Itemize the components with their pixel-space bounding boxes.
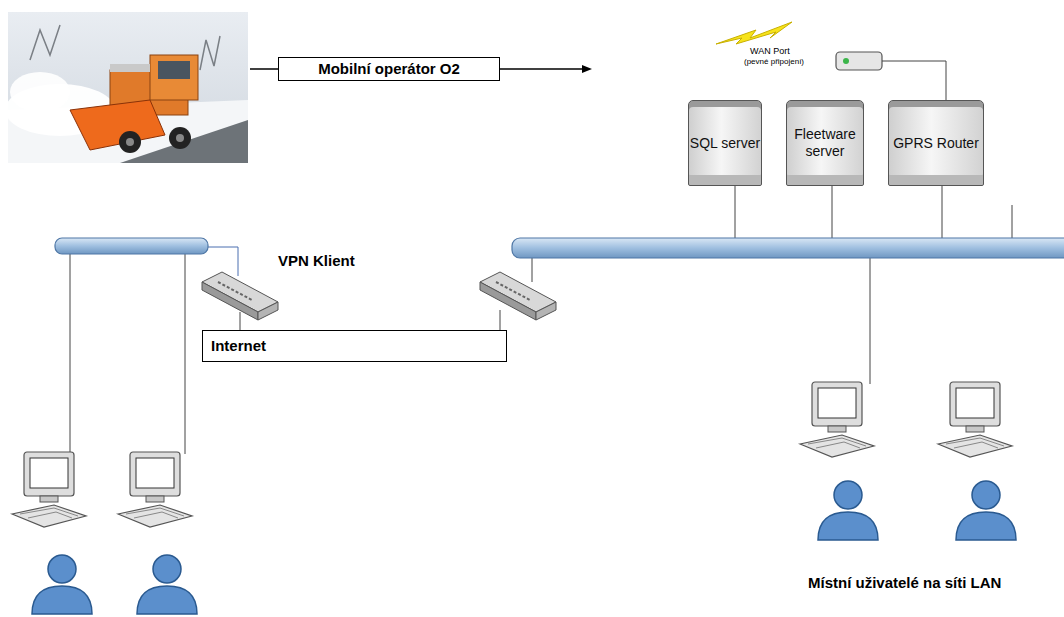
snowplow-photo bbox=[158, 61, 190, 79]
lan-bus bbox=[55, 238, 208, 254]
node-text: Mobilní operátor O2 bbox=[318, 60, 460, 77]
lan-wires bbox=[870, 258, 871, 384]
vpn-wire bbox=[208, 247, 238, 276]
switch-symbol bbox=[202, 272, 278, 320]
wan-link bbox=[836, 52, 882, 70]
operator-box: Mobilní operátor O2 bbox=[278, 57, 500, 81]
switch-symbol bbox=[258, 302, 278, 320]
lan-bus bbox=[55, 238, 1064, 258]
lan-wires bbox=[832, 186, 833, 239]
lan-wires bbox=[70, 254, 71, 454]
snowplow-photo bbox=[126, 138, 134, 146]
lan-wires bbox=[500, 310, 501, 330]
server-icon: GPRS Router bbox=[888, 100, 984, 186]
node-text: Internet bbox=[211, 337, 266, 354]
lan-bus bbox=[512, 238, 1064, 258]
wan-link bbox=[716, 22, 946, 100]
wan-link bbox=[716, 22, 792, 44]
snowplow-photo bbox=[176, 134, 184, 142]
computer-icon bbox=[118, 452, 192, 527]
lan-wires bbox=[70, 186, 1012, 454]
switch-symbol bbox=[496, 282, 530, 300]
lan-wires bbox=[942, 186, 943, 239]
user-icon bbox=[32, 555, 92, 614]
computer-icon bbox=[938, 382, 1012, 457]
snowplow-photo bbox=[110, 64, 150, 72]
snowplow-photo bbox=[169, 127, 191, 149]
server-icon: SQL server bbox=[688, 100, 762, 186]
lan-wires bbox=[735, 186, 736, 239]
switch-symbol bbox=[536, 302, 556, 320]
snowplow-photo bbox=[119, 131, 141, 153]
internet-box: Internet bbox=[202, 330, 507, 362]
user-icon bbox=[137, 555, 197, 614]
snowplow-photo bbox=[150, 55, 198, 100]
lan-wires bbox=[532, 258, 533, 282]
switch-symbol bbox=[480, 272, 556, 320]
node-text: Fleetware server bbox=[787, 126, 863, 158]
diagram-label: WAN Port bbox=[750, 46, 790, 56]
node-text: GPRS Router bbox=[893, 135, 979, 151]
snowplow-photo bbox=[30, 25, 60, 60]
wan-link bbox=[843, 58, 849, 64]
diagram-label: (pevné připojení) bbox=[744, 57, 804, 66]
lan-wires bbox=[240, 312, 241, 330]
lan-wires bbox=[185, 254, 186, 454]
diagram-label: VPN Klient bbox=[278, 252, 355, 269]
snowplow-photo bbox=[10, 72, 70, 112]
snowplow-photo bbox=[70, 100, 165, 150]
wan-link bbox=[882, 61, 946, 100]
snowplow-photo bbox=[5, 12, 248, 163]
diagram-label: Místní uživatelé na síti LAN bbox=[808, 574, 1001, 591]
computer-icon bbox=[12, 452, 86, 527]
switch-symbol bbox=[218, 282, 252, 300]
server-icon: Fleetware server bbox=[786, 100, 864, 186]
snowplow-photo bbox=[8, 12, 248, 163]
user-icon bbox=[818, 481, 878, 540]
snowplow-photo bbox=[200, 36, 220, 70]
switch-symbol bbox=[202, 282, 258, 320]
user-icon bbox=[956, 481, 1016, 540]
computer-icon bbox=[800, 382, 874, 457]
switch-symbol bbox=[480, 282, 536, 320]
node-text: SQL server bbox=[690, 135, 760, 151]
radio-link-arrow bbox=[582, 65, 592, 73]
lan-wires bbox=[1012, 205, 1013, 239]
